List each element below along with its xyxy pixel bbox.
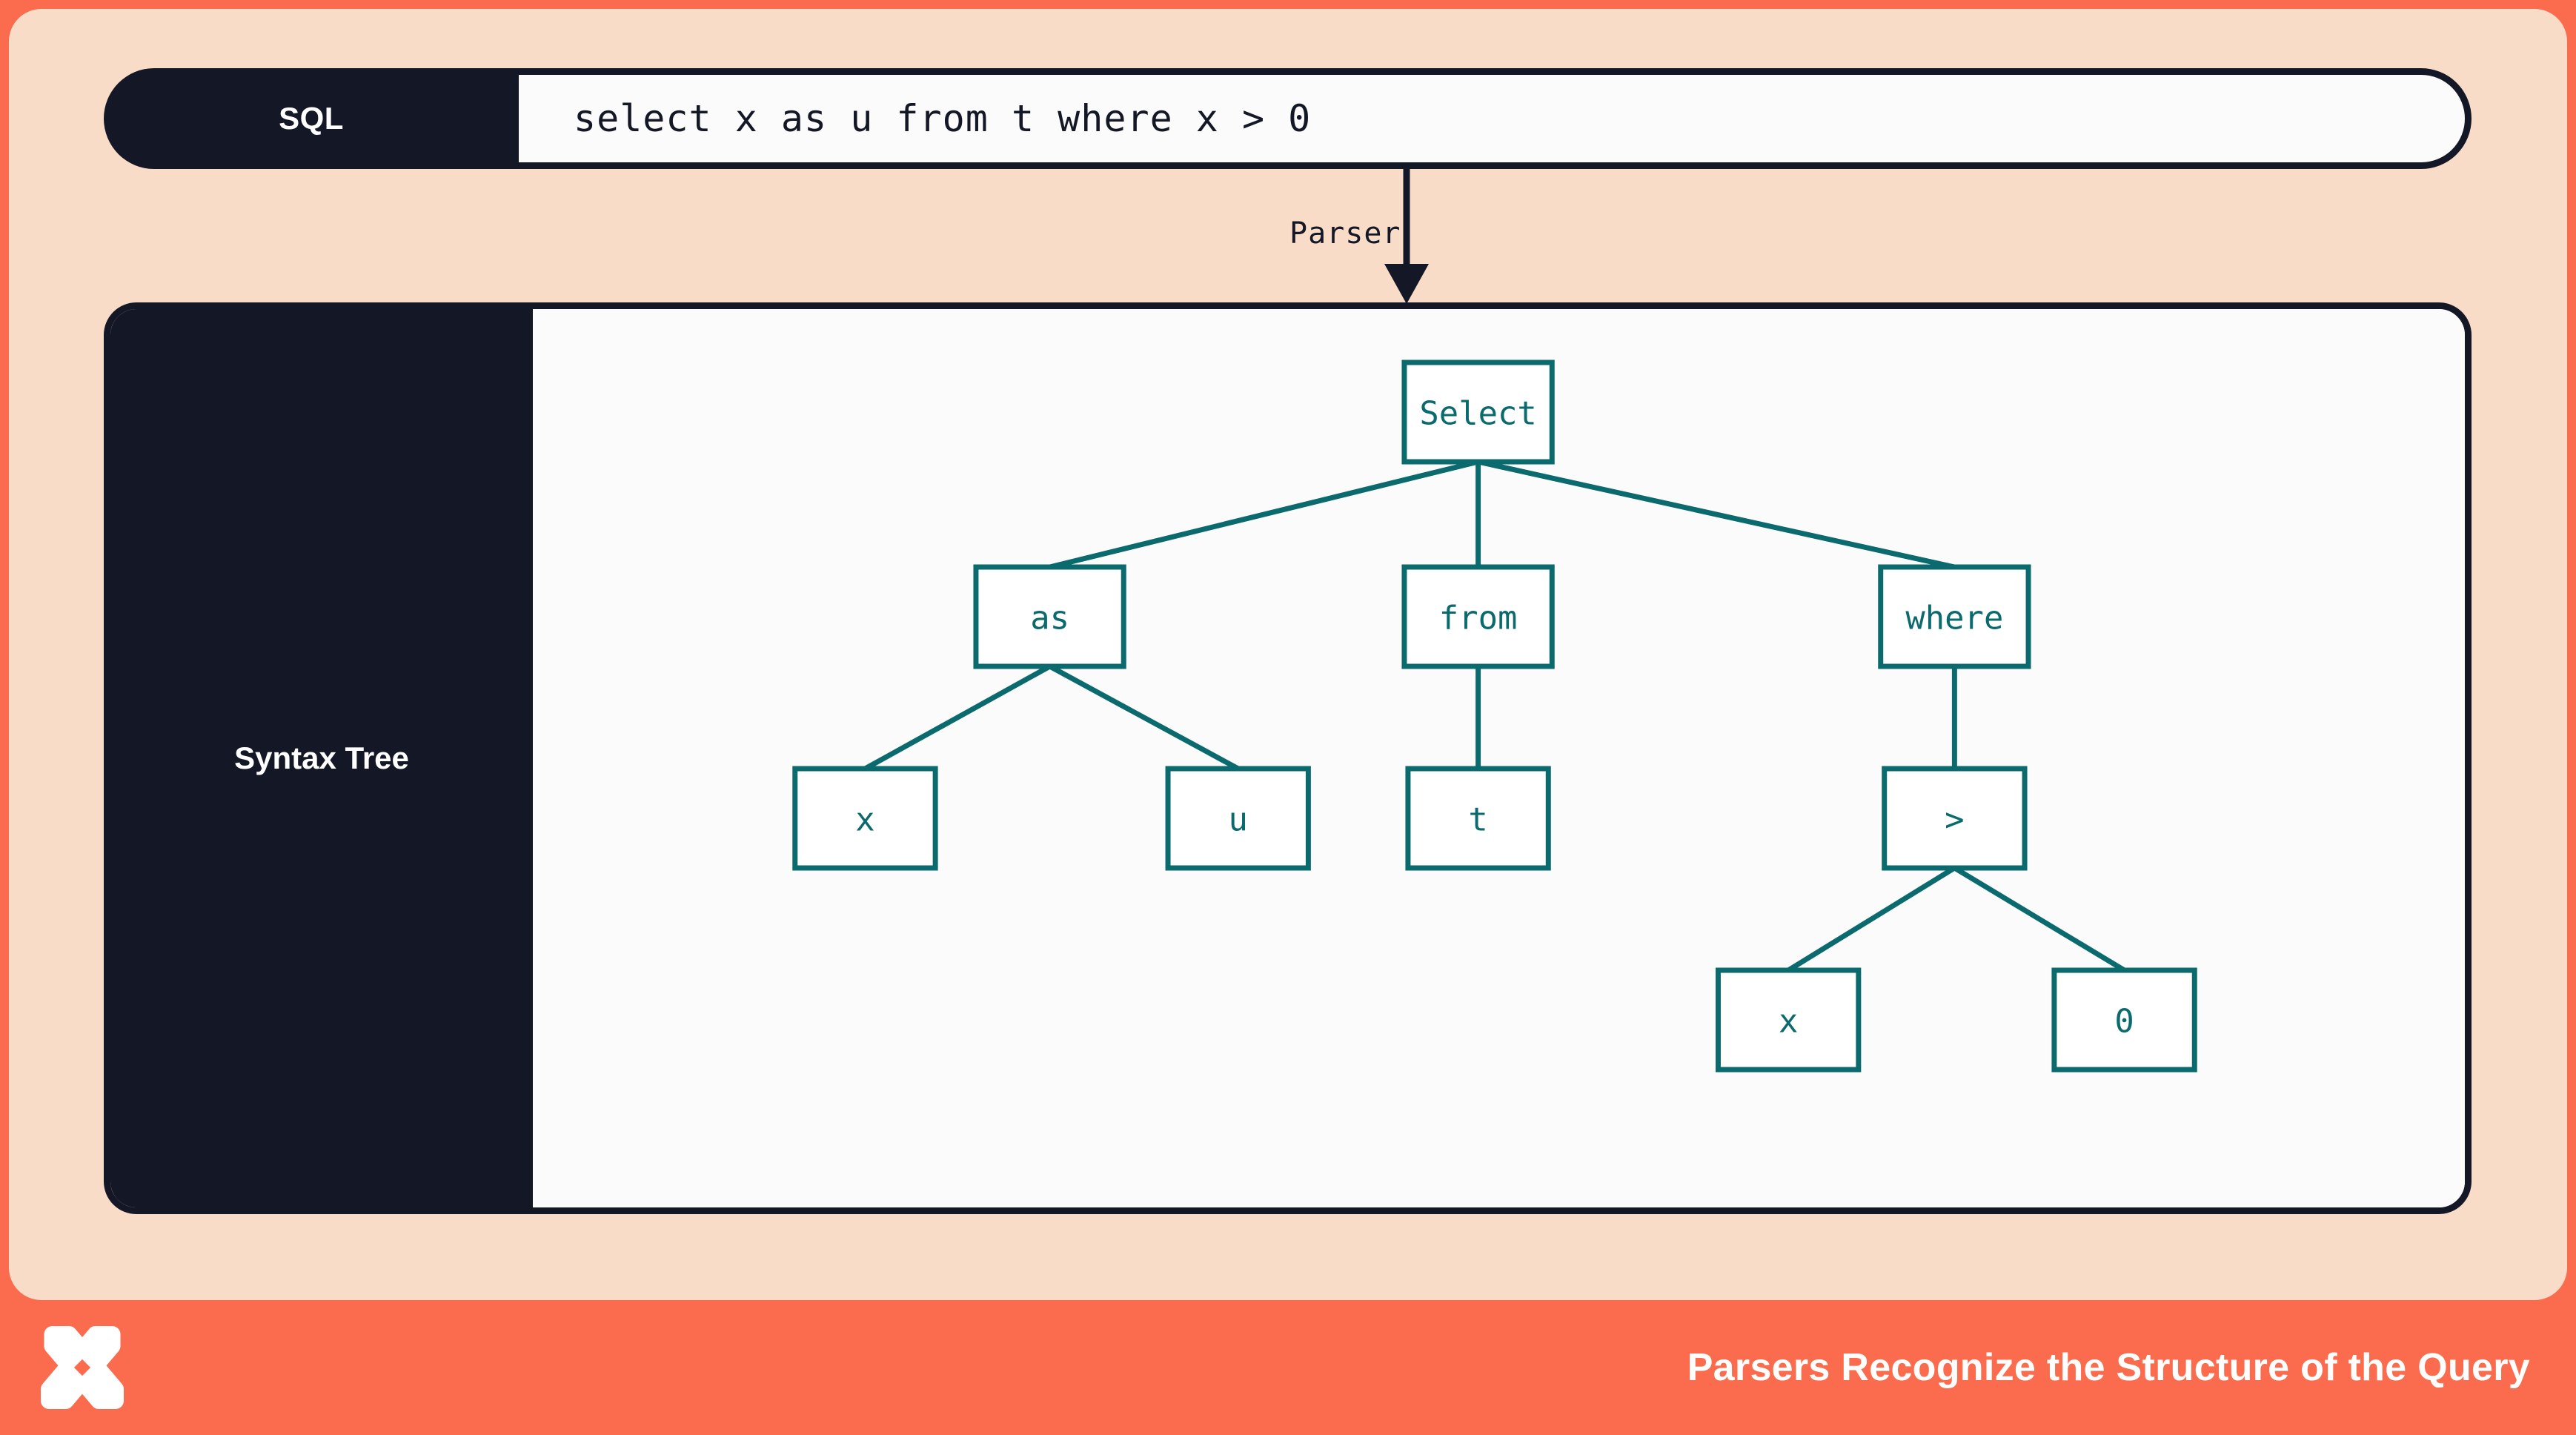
node-box-where[interactable] [1878,564,2031,669]
node-label-from-child: t [1468,801,1487,838]
sql-query-field[interactable]: select x as u from t where x > 0 [400,68,2472,169]
sql-row: select x as u from t where x > 0 SQL [104,68,2472,169]
syntax-tree-sidebar: Syntax Tree [110,309,533,1207]
node-label-select: Select [1419,394,1536,432]
syntax-tree-graphic: Select as from where x u t > x 0 [792,359,2197,1073]
syntax-tree-canvas: Select as from where x u t > x 0 [533,309,2465,1207]
node-box-cmp-left[interactable] [1715,967,1862,1073]
node-label-from: from [1439,599,1518,637]
syntax-tree-panel: Syntax Tree [104,302,2472,1214]
node-label-as-left: x [855,801,874,838]
node-box-select[interactable] [1401,359,1555,465]
node-label-where: where [1905,599,2003,637]
node-label-as: as [1030,599,1069,637]
node-label-cmp-left: x [1779,1002,1798,1040]
node-box-from-child[interactable] [1405,766,1551,871]
x-mark-logo-icon [41,1326,124,1409]
node-box-cmp-right[interactable] [2051,967,2197,1073]
node-box-as[interactable] [973,564,1126,669]
node-box-as-left[interactable] [792,766,938,871]
footer-bar: Parsers Recognize the Structure of the Q… [0,1300,2576,1435]
sql-query-text: select x as u from t where x > 0 [574,97,1312,140]
sql-label-text: SQL [279,101,344,136]
syntax-tree-sidebar-label: Syntax Tree [234,740,409,775]
node-label-as-right: u [1229,801,1248,838]
tree-nodes [792,359,2197,1073]
node-label-cmp-right: 0 [2114,1002,2134,1040]
parser-arrow-label: Parser [1289,216,1401,251]
node-label-where-child: > [1945,801,1964,838]
tree-node-labels: Select as from where x u t > x 0 [855,394,2134,1040]
node-box-where-child[interactable] [1882,766,2028,871]
tree-edges [863,459,2126,973]
sql-label-pill: SQL [104,68,519,169]
node-box-as-right[interactable] [1165,766,1311,871]
node-box-from[interactable] [1401,564,1555,669]
footer-tagline: Parsers Recognize the Structure of the Q… [1687,1346,2530,1389]
